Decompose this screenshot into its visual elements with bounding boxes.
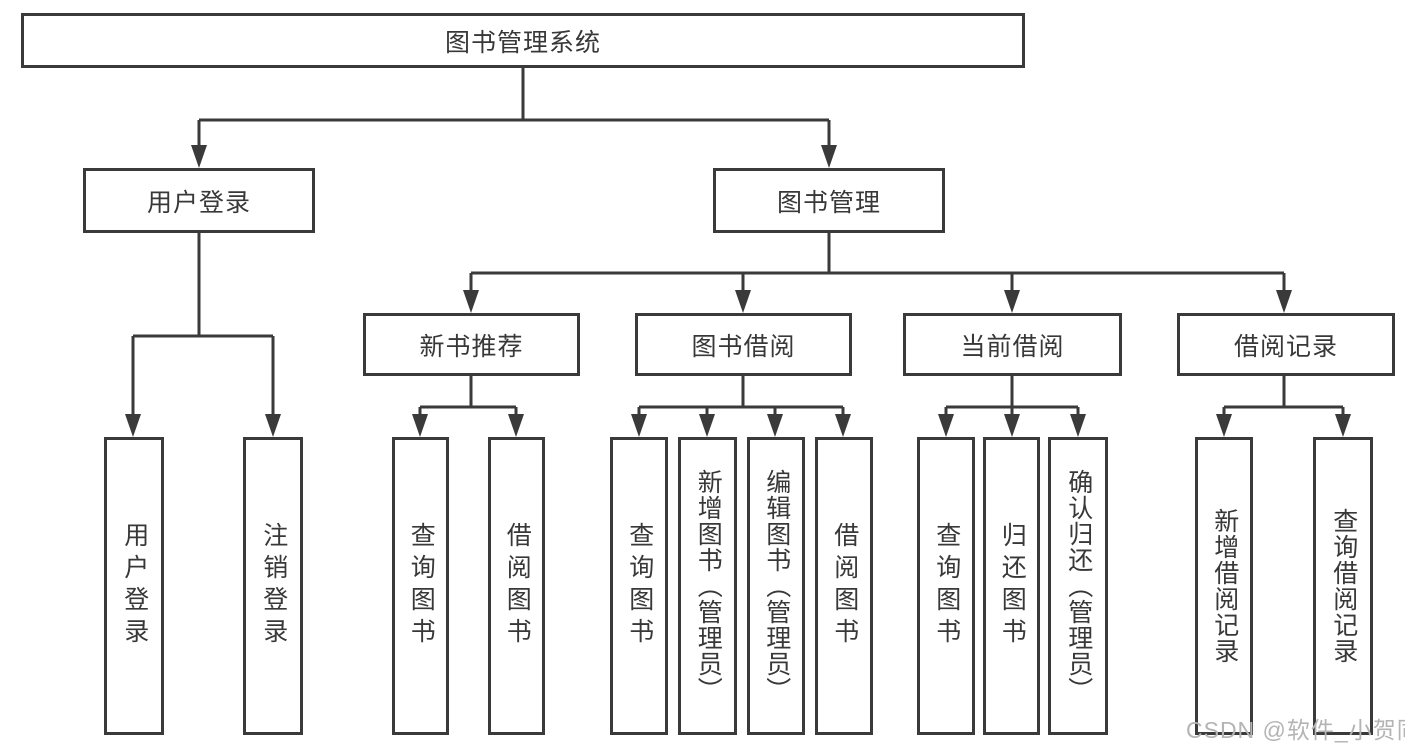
node-current-borrow: 当前借阅	[903, 313, 1122, 376]
node-borrow-records: 借阅记录	[1177, 313, 1395, 376]
node-label: 新书推荐	[419, 332, 524, 361]
node-label: 当前借阅	[960, 332, 1065, 361]
leaf-confirm-return-admin: 确认归还（管理员）	[1048, 437, 1108, 735]
leaf-logout: 注销登录	[243, 437, 303, 735]
node-label: 图书管理系统	[444, 28, 601, 57]
leaf-query-books-2: 查询图书	[610, 437, 668, 735]
node-new-book-recommend: 新书推荐	[363, 313, 580, 376]
leaf-add-borrow-record: 新增借阅记录	[1195, 437, 1253, 735]
leaf-label: 查询图书	[625, 522, 654, 650]
leaf-label: 查询图书	[407, 522, 436, 650]
leaf-query-books-1: 查询图书	[392, 437, 449, 735]
leaf-label: 借阅图书	[503, 522, 532, 650]
leaf-label: 归还图书	[998, 522, 1027, 650]
node-label: 图书借阅	[691, 332, 796, 361]
node-book-management-module: 图书管理	[713, 168, 945, 233]
leaf-label: 借阅图书	[830, 522, 859, 650]
node-book-borrow: 图书借阅	[635, 313, 852, 376]
leaf-label: 确认归还（管理员）	[1064, 469, 1093, 703]
node-label: 借阅记录	[1233, 332, 1338, 361]
leaf-label: 新增借阅记录	[1210, 508, 1239, 664]
csdn-watermark: CSDN @软件_小贺同学	[1186, 717, 1405, 743]
node-root-library-system: 图书管理系统	[21, 13, 1025, 68]
leaf-edit-books-admin: 编辑图书（管理员）	[747, 437, 805, 735]
leaf-return-books: 归还图书	[983, 437, 1040, 735]
leaf-label: 查询借阅记录	[1329, 508, 1358, 664]
leaf-user-login: 用户登录	[104, 437, 164, 735]
leaf-query-books-3: 查询图书	[917, 437, 975, 735]
leaf-label: 注销登录	[259, 522, 288, 650]
node-label: 用户登录	[146, 188, 251, 217]
leaf-borrow-books-2: 借阅图书	[815, 437, 873, 735]
node-label: 图书管理	[776, 188, 881, 217]
leaf-label: 查询图书	[932, 522, 961, 650]
leaf-add-books-admin: 新增图书（管理员）	[678, 437, 737, 735]
leaf-query-borrow-record: 查询借阅记录	[1313, 437, 1373, 735]
leaf-borrow-books-1: 借阅图书	[488, 437, 545, 735]
leaf-label: 编辑图书（管理员）	[762, 469, 791, 703]
leaf-label: 用户登录	[120, 522, 149, 650]
node-user-login-module: 用户登录	[83, 168, 315, 233]
leaf-label: 新增图书（管理员）	[694, 469, 723, 703]
